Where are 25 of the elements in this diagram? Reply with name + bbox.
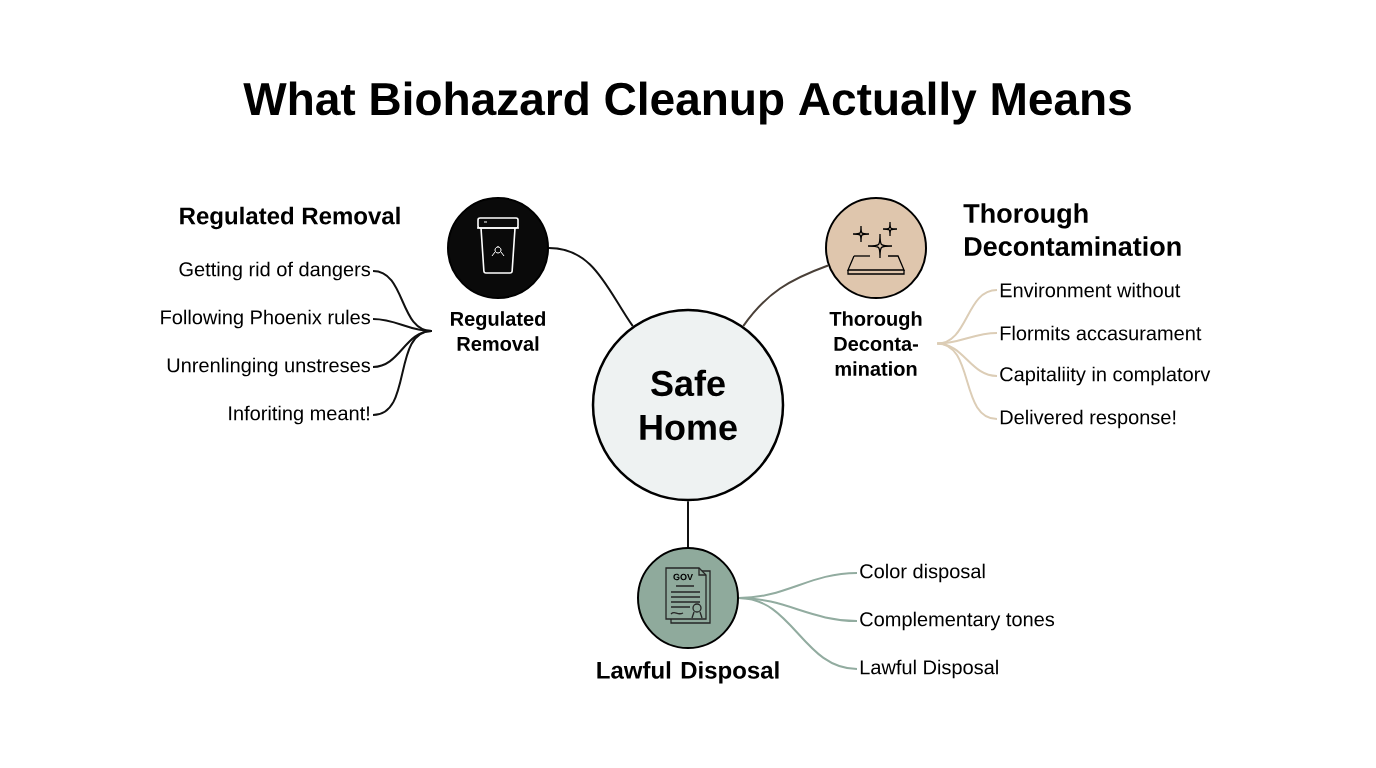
branch-item: Environment without xyxy=(1000,282,1181,298)
title: What Biohazard Cleanup Actually Means xyxy=(243,81,1131,125)
connector xyxy=(936,342,998,420)
connector xyxy=(742,264,830,328)
branch-item: Complementary tones xyxy=(860,611,1055,631)
branch-item: Unrenlinging unstreses xyxy=(167,357,370,377)
branch-item: Color disposal xyxy=(860,563,985,583)
branch-item: Lawful Disposal xyxy=(860,659,998,679)
circle-label: Regulated Removal xyxy=(451,311,546,351)
connector xyxy=(687,500,689,548)
section-heading: Thorough Decontamination xyxy=(963,203,1181,257)
branch-item: Getting rid of dangers xyxy=(179,261,371,281)
connector xyxy=(936,332,998,345)
branch-item: Flormits accasurament xyxy=(1000,325,1202,341)
connector xyxy=(936,289,998,345)
connector xyxy=(548,247,634,328)
branch-item: Delivered response! xyxy=(1000,409,1176,429)
branch-item: Capitaliity in complatorv xyxy=(1000,366,1211,386)
section-heading: Regulated Removal xyxy=(180,206,400,230)
branch-item: Inforiting meant! xyxy=(229,405,369,425)
connector xyxy=(372,330,433,416)
circle-label: Thorough Deconta- mination xyxy=(829,311,922,376)
connector xyxy=(738,597,858,670)
branch-item: Following Phoenix rules xyxy=(161,309,370,329)
circle-label: Lawful Disposal xyxy=(597,661,779,684)
